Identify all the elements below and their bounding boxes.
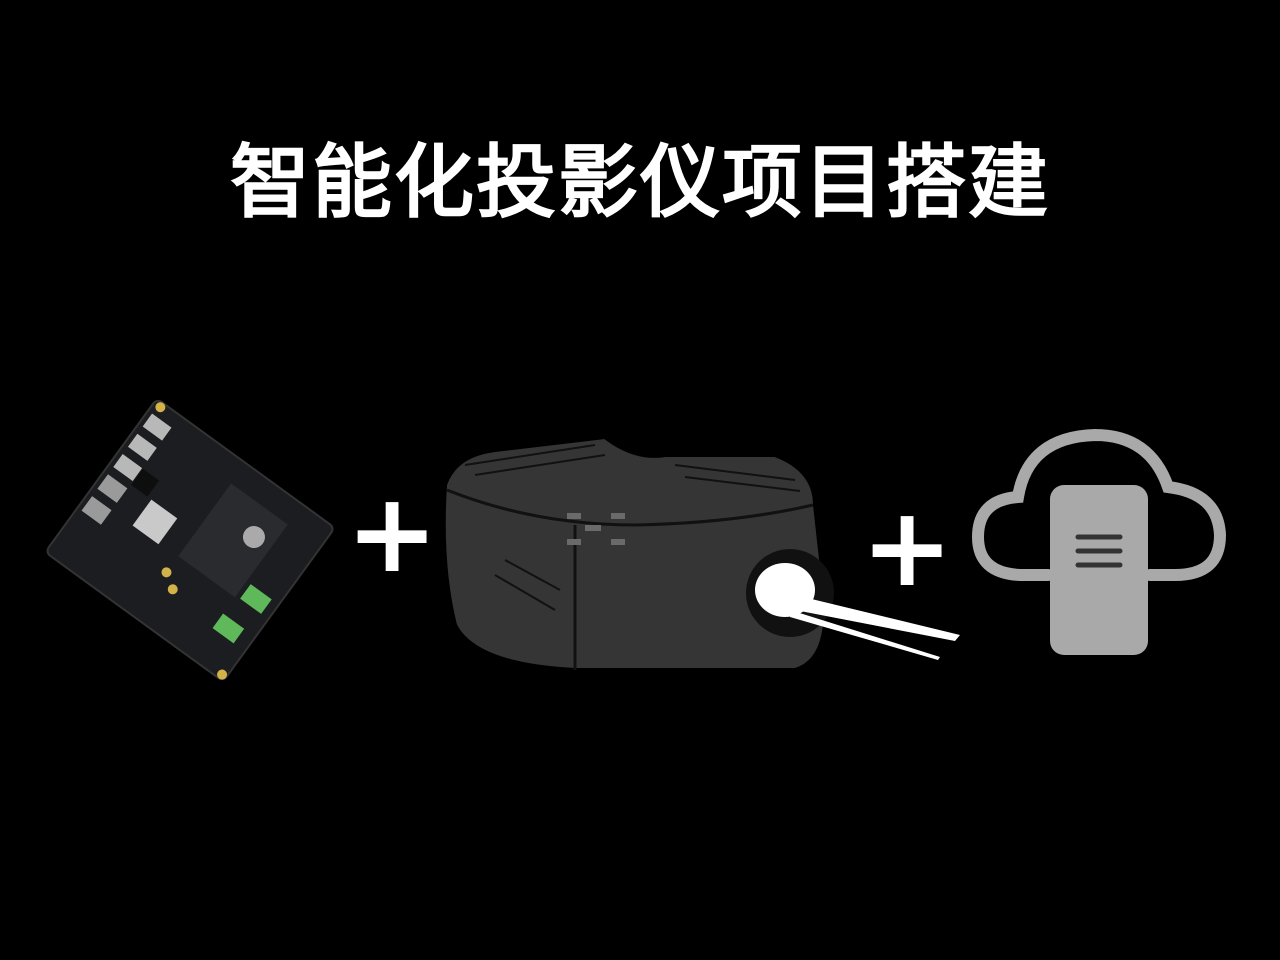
plus-sign-2: + (861, 483, 954, 611)
plus-sign-1: + (346, 469, 439, 597)
development-board-icon (46, 399, 334, 681)
slide-title: 智能化投影仪项目搭建 (230, 136, 1050, 229)
cloud-server-icon (971, 428, 1227, 655)
projector-icon (441, 434, 960, 672)
